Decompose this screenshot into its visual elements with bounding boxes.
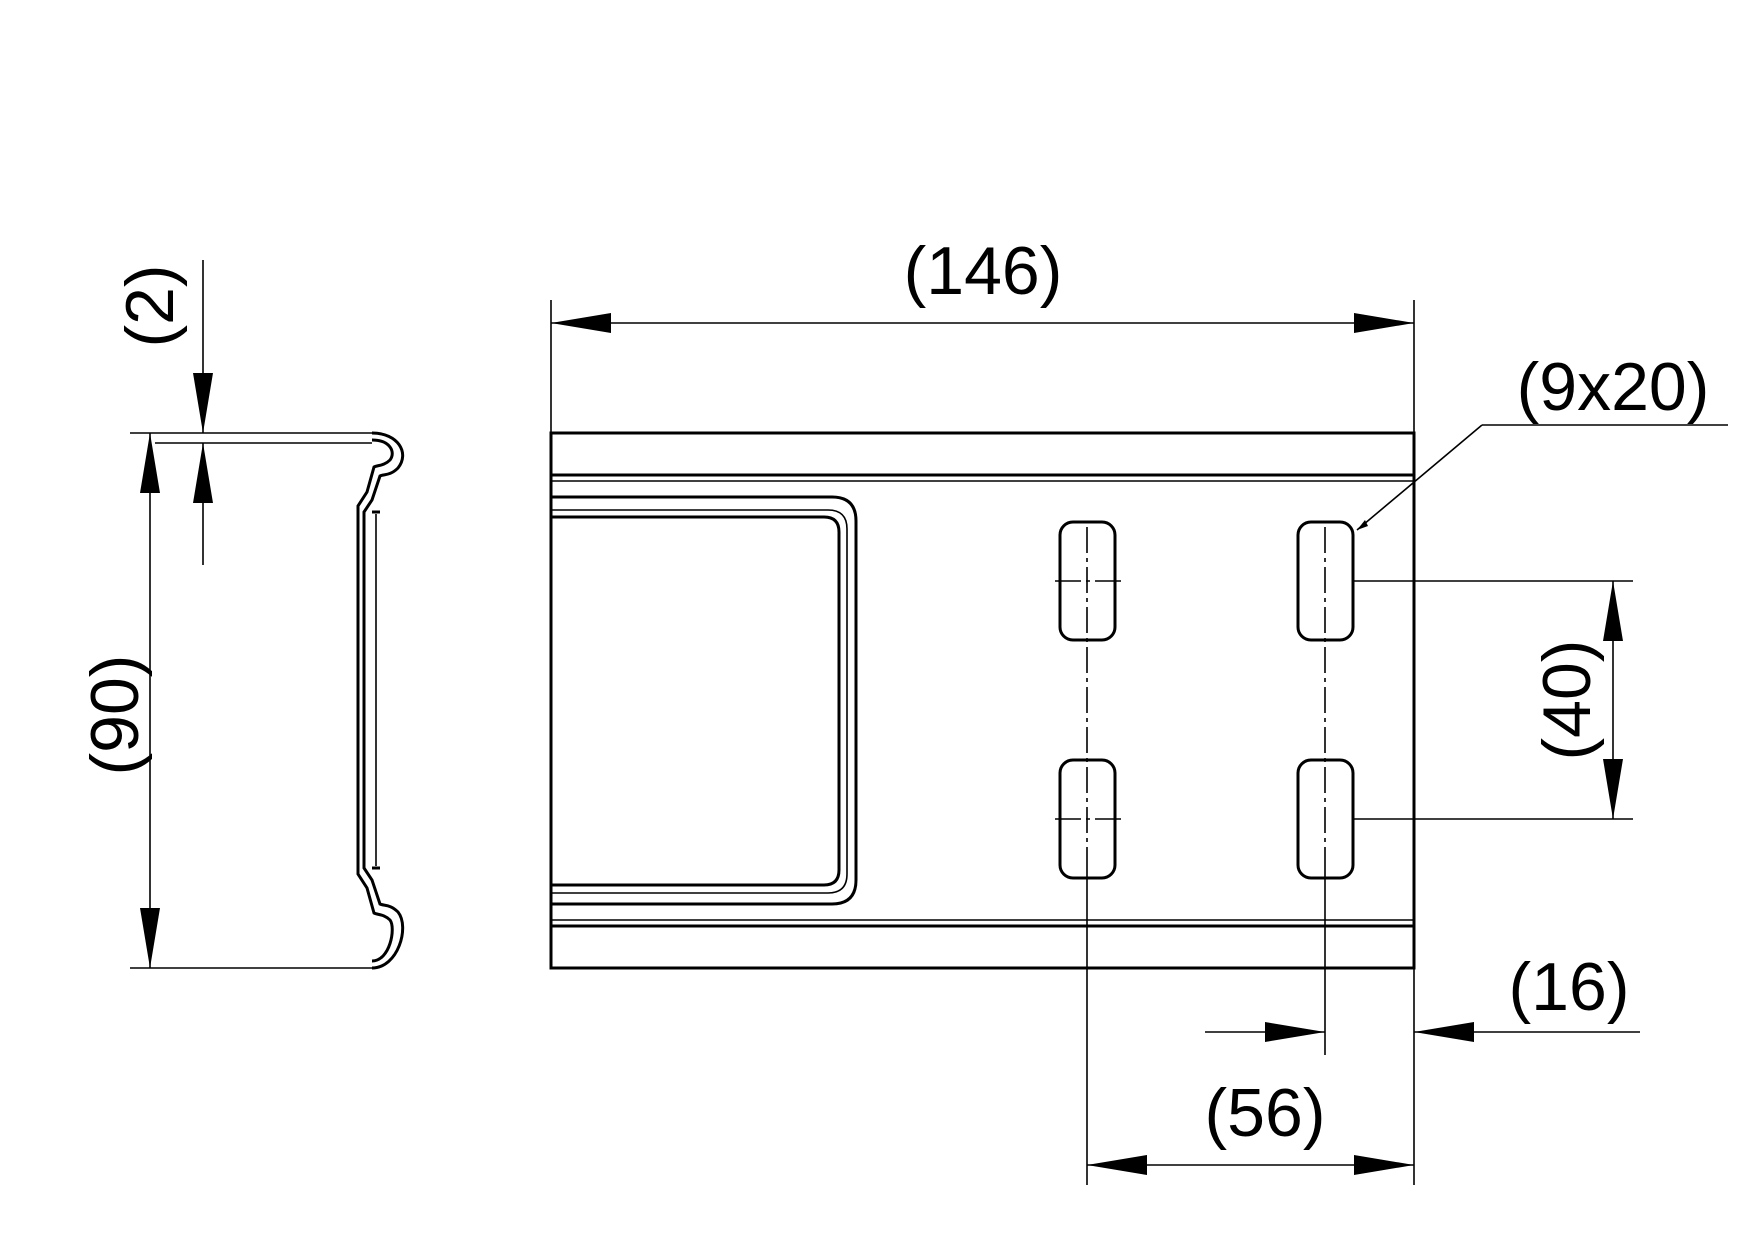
width-dimension-label: (146) (904, 233, 1063, 309)
side-profile-view (356, 431, 405, 970)
hspacing-arrow-right (1354, 1155, 1414, 1175)
slot-vertical-spacing-label: (40) (1529, 640, 1605, 761)
edge-arrow-right (1414, 1022, 1474, 1042)
window-cutout-inner (551, 515, 841, 887)
slot-callout-leader (1356, 424, 1483, 531)
window-cutout-outer (551, 495, 858, 906)
front-plate-view (549, 431, 1416, 970)
vspacing-arrow-top (1603, 581, 1623, 641)
slot-size-label: (9x20) (1517, 349, 1710, 425)
slot-callout-arrow (1357, 520, 1368, 530)
vspacing-arrow-bottom (1603, 759, 1623, 819)
slot-horizontal-dimension: (56) (1086, 873, 1414, 1185)
thickness-arrow-down (193, 373, 213, 433)
profile-inner-contour (356, 438, 394, 963)
height-dimension: (90) (77, 433, 372, 969)
thickness-dimension-label: (2) (112, 264, 188, 347)
slot-vertical-dimension: (40) (1353, 580, 1633, 820)
width-arrow-left (551, 313, 611, 333)
height-dimension-label: (90) (77, 655, 153, 776)
edge-arrow-left (1265, 1022, 1325, 1042)
thickness-dimension: (2) (112, 260, 372, 565)
slot-size-callout: (9x20) (1356, 349, 1728, 531)
plate-outline (549, 431, 1416, 970)
height-arrow-top (140, 433, 160, 493)
edge-offset-label: (16) (1509, 949, 1630, 1025)
width-dimension: (146) (550, 233, 1415, 433)
width-arrow-right (1354, 313, 1414, 333)
edge-offset-dimension: (16) (1205, 873, 1640, 1185)
height-arrow-bottom (140, 908, 160, 968)
profile-outer-contour (362, 431, 405, 970)
thickness-arrow-up (193, 443, 213, 503)
slot-horizontal-spacing-label: (56) (1205, 1075, 1326, 1151)
window-cutout-mid (551, 509, 848, 894)
hspacing-arrow-left (1087, 1155, 1147, 1175)
